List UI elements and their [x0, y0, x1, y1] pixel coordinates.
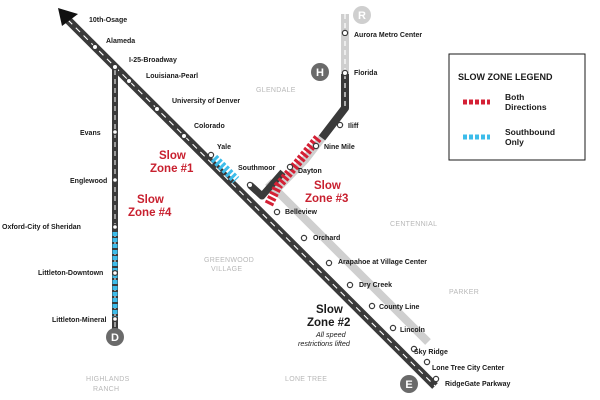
dot-florida: [341, 69, 349, 77]
slow-zone-labels: Slow Zone #1 Slow Zone #3 Slow Zone #4 S…: [128, 150, 351, 348]
slow-zone-2-label-line2: Zone #2: [307, 317, 350, 329]
station-alameda[interactable]: Alameda: [106, 38, 135, 45]
h-line-badge[interactable]: H: [311, 63, 329, 81]
area-parker: PARKER: [449, 289, 479, 296]
dot-skyridge: [410, 345, 418, 353]
legend-both-line2: Directions: [505, 102, 547, 112]
dot-evans: [111, 129, 118, 136]
station-oxford-sheridan[interactable]: Oxford-City of Sheridan: [2, 224, 81, 231]
station-i25-broadway[interactable]: I-25-Broadway: [129, 57, 177, 64]
station-florida[interactable]: Florida: [354, 70, 377, 77]
station-aurora-metro-center[interactable]: Aurora Metro Center: [354, 32, 422, 39]
dot-colorado: [180, 132, 188, 140]
dot-du: [153, 105, 161, 113]
legend-box: [448, 53, 586, 161]
station-labels: 10th-Osage Alameda I-25-Broadway Louisia…: [2, 17, 510, 388]
dot-yale: [207, 151, 215, 159]
slow-zone-3-label-line2: Zone #3: [305, 193, 348, 205]
station-belleview[interactable]: Belleview: [285, 209, 317, 216]
station-dayton[interactable]: Dayton: [298, 168, 322, 175]
station-louisiana-pearl[interactable]: Louisiana-Pearl: [146, 73, 198, 80]
dot-i25: [111, 63, 119, 71]
slow-zone-4-label-line1: Slow: [137, 194, 164, 206]
legend-southbound-line1: Southbound: [505, 127, 555, 137]
dot-aurora: [341, 29, 349, 37]
e-line-badge[interactable]: E: [400, 375, 418, 393]
station-nine-mile[interactable]: Nine Mile: [324, 144, 355, 151]
station-orchard[interactable]: Orchard: [313, 235, 340, 242]
area-greenwood-2: VILLAGE: [211, 266, 242, 273]
area-lone-tree: LONE TREE: [285, 376, 327, 383]
d-line-badge[interactable]: D: [106, 328, 124, 346]
slow-zone-3-track: [263, 135, 322, 209]
dot-lonetree: [423, 358, 431, 366]
slow-zone-2-note-line1: All speed: [315, 330, 347, 339]
station-littleton-downtown[interactable]: Littleton-Downtown: [38, 270, 103, 277]
station-arapahoe[interactable]: Arapahoe at Village Center: [338, 259, 427, 266]
svg-text:D: D: [111, 332, 119, 344]
dot-englewood: [111, 177, 118, 184]
station-englewood[interactable]: Englewood: [70, 178, 107, 185]
station-lone-tree-city-center[interactable]: Lone Tree City Center: [432, 365, 505, 372]
legend-title: SLOW ZONE LEGEND: [458, 72, 553, 82]
area-centennial: CENTENNIAL: [390, 221, 437, 228]
station-evans[interactable]: Evans: [80, 130, 101, 137]
slow-zone-1-label-line2: Zone #1: [150, 163, 194, 175]
dot-countyline: [368, 302, 376, 310]
dot-ridgegate: [432, 375, 440, 383]
station-southmoor[interactable]: Southmoor: [238, 165, 276, 172]
station-sky-ridge[interactable]: Sky Ridge: [414, 349, 448, 356]
dot-drycreek: [346, 281, 354, 289]
slow-zone-3-label-line1: Slow: [314, 180, 341, 192]
dot-ninemile: [312, 142, 320, 150]
dot-southmoor: [246, 181, 254, 189]
area-greenwood-1: GREENWOOD: [204, 257, 254, 264]
svg-text:E: E: [405, 379, 412, 391]
slow-zone-4-label-line2: Zone #4: [128, 207, 172, 219]
dot-littleton-mineral: [111, 316, 118, 323]
dot-littleton-downtown: [111, 270, 118, 277]
dot-oxford: [111, 224, 118, 231]
slow-zone-1-track: [210, 154, 240, 184]
r-line: [275, 14, 349, 191]
dot-arapahoe: [325, 259, 333, 267]
area-highlands-2: RANCH: [93, 386, 119, 393]
station-dry-creek[interactable]: Dry Creek: [359, 282, 392, 289]
area-glendale: GLENDALE: [256, 87, 296, 94]
station-lincoln[interactable]: Lincoln: [400, 327, 425, 334]
dot-dayton: [286, 163, 294, 171]
north-terminus-arrow-icon: [58, 8, 78, 26]
station-littleton-mineral[interactable]: Littleton-Mineral: [52, 317, 106, 324]
slow-zone-legend: SLOW ZONE LEGEND Both Directions Southbo…: [448, 53, 586, 161]
station-yale[interactable]: Yale: [217, 144, 231, 151]
legend-both-line1: Both: [505, 92, 524, 102]
area-highlands-1: HIGHLANDS: [86, 376, 130, 383]
svg-text:H: H: [316, 67, 324, 79]
legend-southbound-line2: Only: [505, 137, 524, 147]
station-dots: [91, 29, 440, 383]
station-10th-osage[interactable]: 10th-Osage: [89, 17, 127, 24]
station-iliff[interactable]: Iliff: [348, 123, 359, 130]
dot-orchard: [300, 234, 308, 242]
main-line: [65, 17, 438, 389]
station-colorado[interactable]: Colorado: [194, 123, 225, 130]
r-line-badge[interactable]: R: [353, 6, 371, 24]
station-university-of-denver[interactable]: University of Denver: [172, 98, 240, 105]
slow-zone-1-label-line1: Slow: [159, 150, 186, 162]
station-county-line[interactable]: County Line: [379, 304, 420, 311]
slow-zone-2-label-line1: Slow: [316, 304, 343, 316]
dot-belleview: [273, 208, 281, 216]
line-badges: R H D E: [106, 6, 418, 393]
svg-text:R: R: [358, 10, 366, 22]
dot-lincoln: [389, 324, 397, 332]
area-labels: GLENDALE CENTENNIAL GREENWOOD VILLAGE PA…: [86, 87, 479, 393]
dot-alameda: [91, 43, 99, 51]
dot-iliff: [336, 121, 344, 129]
slow-zone-2-note-line2: restrictions lifted: [298, 339, 351, 348]
dot-louisiana: [125, 77, 133, 85]
station-ridgegate-parkway[interactable]: RidgeGate Parkway: [445, 381, 510, 388]
